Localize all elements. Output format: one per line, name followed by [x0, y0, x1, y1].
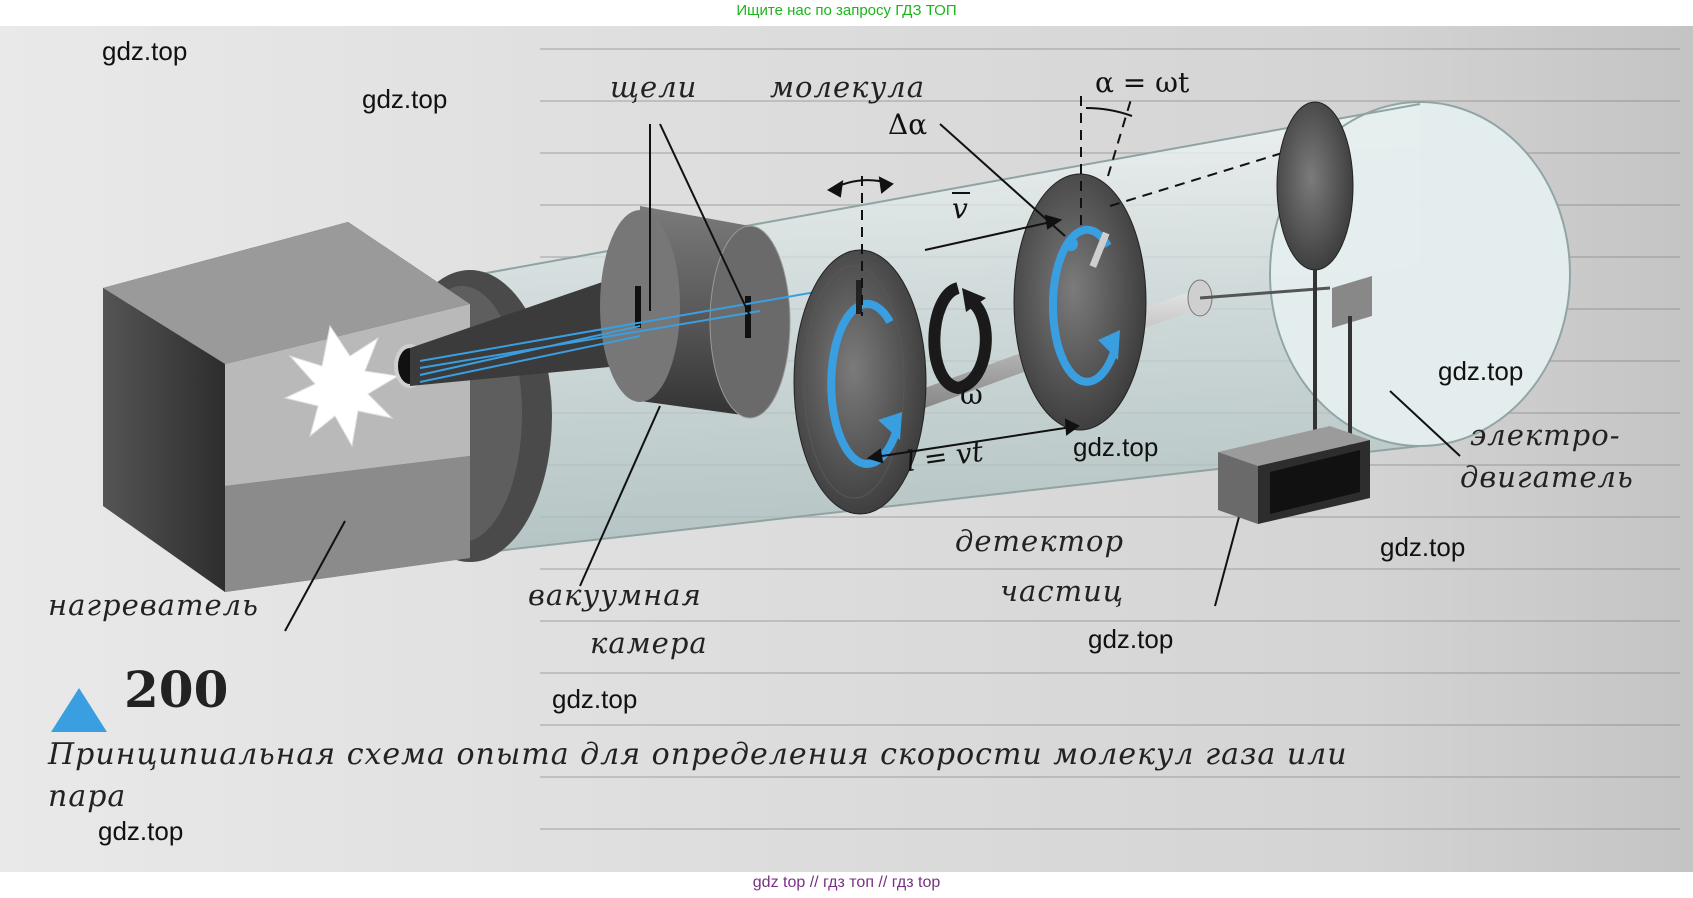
slit-2 — [745, 296, 751, 338]
search-hint: Ищите нас по запросу ГДЗ ТОП — [736, 2, 957, 19]
second-disk — [1013, 173, 1147, 431]
watermark: gdz.top — [1380, 532, 1466, 562]
connecting-tube — [410, 276, 620, 386]
molecular-beam — [419, 285, 851, 383]
label-chamber-line1: вакуумная — [528, 578, 702, 612]
watermark: gdz.top — [1073, 432, 1159, 462]
label-heater: нагреватель — [48, 588, 259, 622]
explosion-flash-icon — [283, 324, 400, 448]
guide-lines — [284, 95, 1461, 632]
watermark: gdz.top — [1088, 624, 1174, 654]
watermark: gdz.top — [98, 816, 184, 846]
watermark: gdz.top — [552, 684, 638, 714]
label-omega: ω — [960, 378, 983, 411]
disk-1-slit — [856, 280, 862, 314]
disk-2-slit — [1089, 231, 1110, 268]
label-detector-line1: детектор — [955, 524, 1125, 558]
label-motor-line1: электро- — [1470, 418, 1621, 452]
watermark: gdz.top — [362, 84, 448, 114]
label-velocity: v — [952, 192, 968, 225]
label-angle-formula: α = ωt — [1095, 66, 1190, 99]
label-chamber-line2: камера — [590, 626, 708, 660]
omega-rotation-icon — [928, 282, 992, 395]
label-detector-line2: частиц — [1000, 574, 1124, 608]
heater-box — [103, 222, 470, 592]
particle-detector-box — [1218, 426, 1370, 524]
figure-caption: Принципиальная схема опыта для определен… — [48, 737, 1348, 814]
watermark: gdz.top — [1438, 356, 1524, 386]
figure-marker-icon — [51, 688, 107, 732]
rotation-arrow-icon — [1049, 225, 1118, 386]
velocity-vector-bar — [952, 192, 970, 194]
label-delta-alpha: Δα — [888, 108, 928, 141]
experiment-diagram — [51, 95, 1571, 732]
electric-motor — [1332, 276, 1372, 446]
slit-1 — [635, 286, 641, 328]
molecule-dot — [1064, 237, 1078, 251]
detector-screen — [1276, 101, 1354, 446]
label-molecule: молекула — [770, 70, 926, 104]
figure-number: 200 — [124, 660, 229, 719]
first-disk — [793, 249, 927, 515]
watermark: gdz.top — [102, 36, 188, 66]
footer-links[interactable]: gdz top // гдз топ // гдз top — [752, 874, 941, 891]
label-motor-line2: двигатель — [1460, 460, 1634, 494]
rotation-arrow-icon — [827, 300, 900, 468]
slit-cylinder — [600, 206, 791, 419]
label-slits: щели — [610, 70, 698, 104]
